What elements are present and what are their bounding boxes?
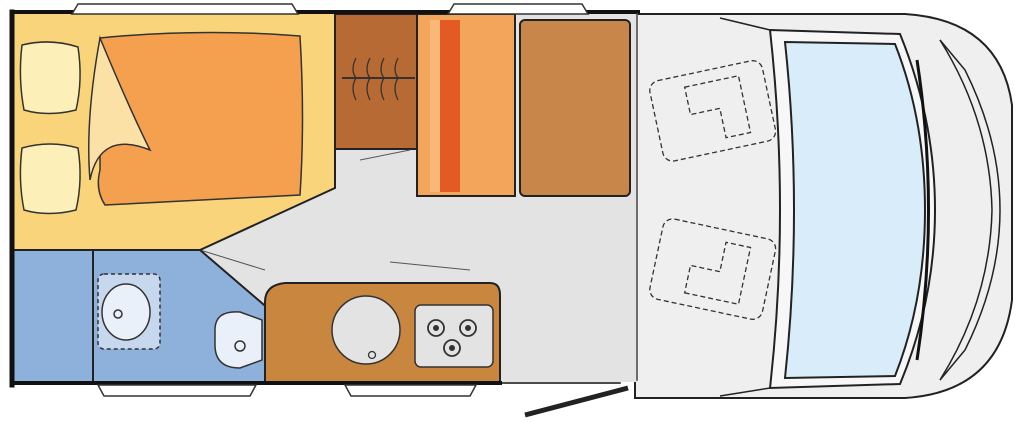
entry-door-icon: [524, 385, 629, 418]
hood-edge-bottom: [939, 349, 966, 381]
mirror-top: [719, 17, 771, 31]
wardrobe: [334, 13, 418, 150]
stove-icon: [414, 304, 494, 368]
kitchen-counter: [264, 282, 501, 383]
bench-stripe: [440, 20, 460, 192]
mirror-bottom: [719, 387, 771, 397]
driver-seat-icon: [649, 60, 777, 162]
blanket-fold: [88, 35, 152, 181]
sink-icon: [331, 295, 401, 365]
bedroom-area: [11, 11, 336, 251]
hood-line-1: [939, 39, 993, 381]
toilet-icon: [97, 273, 161, 350]
pillow-bottom: [19, 143, 81, 215]
floor-lines: [199, 149, 471, 271]
hood-line-2: [964, 69, 1001, 351]
bench-seat: [416, 13, 516, 197]
cab-area: [634, 13, 1013, 399]
side-cabinet: [519, 19, 631, 197]
window-bottom-left: [96, 384, 258, 397]
window-top-right: [446, 3, 590, 15]
windshield: [783, 40, 927, 380]
passenger-seat-icon: [649, 218, 777, 320]
pillow-top: [19, 41, 81, 115]
hood-edge-top: [939, 39, 966, 71]
roof-windows: [70, 3, 590, 397]
wiper-line: [915, 59, 930, 361]
window-top-left: [70, 3, 300, 15]
bed-icon: [97, 31, 304, 206]
hangers-icon: [352, 57, 399, 101]
window-bottom-right: [343, 384, 478, 397]
washbasin-icon: [214, 311, 263, 369]
